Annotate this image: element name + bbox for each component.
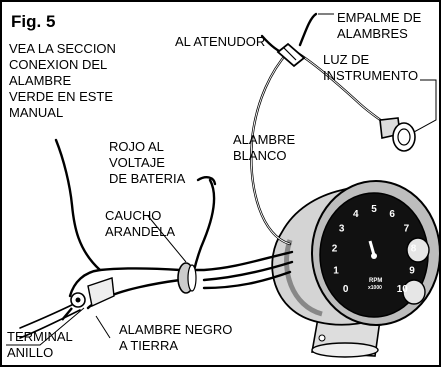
label-vea-seccion: VEA LA SECCION CONEXION DEL ALAMBRE VERD… [8, 41, 117, 121]
rojo-line-3: DE BATERIA [109, 171, 186, 186]
blanco-line-1: ALAMBRE [233, 132, 296, 147]
tachometer-gauge: RPM x1000 [271, 180, 441, 358]
luz-line-2: INSTRUMENTO [323, 68, 419, 83]
white-wire-inner [250, 51, 291, 245]
rubber-grommet [177, 262, 197, 294]
housing-shading [284, 239, 323, 317]
negro-line-1: ALAMBRE NEGRO [119, 322, 233, 337]
leader-lines [6, 13, 437, 346]
label-rojo-bateria: ROJO AL VOLTAJE DE BATERIA [108, 139, 186, 187]
red-wire-end [196, 176, 217, 186]
dial-number-1: 1 [333, 266, 339, 277]
leader-caucho [147, 215, 187, 263]
label-terminal-anillo: TERMINAL ANILLO [6, 329, 74, 361]
blanco-line-2: BLANCO [233, 148, 287, 163]
dial-number-5: 5 [371, 204, 377, 215]
dial-number-6: 6 [389, 209, 395, 220]
mount-base [311, 342, 379, 358]
ring-terminal [61, 292, 86, 321]
terminal-line-2: ANILLO [7, 345, 54, 360]
leader-terminal [6, 307, 85, 346]
shift-light-upper [406, 237, 430, 263]
dial-x1000-text: x1000 [368, 285, 382, 291]
firewall-bracket [87, 277, 115, 308]
vea-line-1: VEA LA SECCION [9, 41, 116, 56]
rojo-line-2: VOLTAJE [109, 155, 165, 170]
mount-screw [318, 334, 326, 342]
label-alambre-negro: ALAMBRE NEGRO A TIERRA [118, 322, 233, 354]
needle-hub [371, 253, 377, 259]
negro-line-2: A TIERRA [119, 338, 179, 353]
vea-line-5: MANUAL [9, 105, 64, 120]
vea-line-3: ALAMBRE [9, 73, 72, 88]
instrument-light-bulb [379, 117, 416, 152]
vea-line-2: CONEXION DEL [9, 57, 108, 72]
luz-line-1: LUZ DE [323, 52, 370, 67]
dial-number-9: 9 [409, 266, 415, 277]
dial-number-2: 2 [332, 244, 338, 255]
label-caucho-arandela: CAUCHO ARANDELA [104, 208, 176, 240]
leader-negro [95, 315, 111, 339]
label-luz-instrumento: LUZ DE INSTRUMENTO [322, 52, 419, 84]
terminal-line-1: TERMINAL [7, 329, 73, 344]
dial-number-10: 10 [397, 284, 409, 295]
dial-number-7: 7 [404, 223, 410, 234]
light-wire-inner [295, 51, 384, 123]
vea-line-4: VERDE EN ESTE [9, 89, 114, 104]
shift-light-lower [402, 279, 426, 305]
label-al-atenudor: AL ATENUDOR [175, 34, 266, 49]
empalme-line-2: ALAMBRES [337, 26, 408, 41]
rojo-line-1: ROJO AL [109, 139, 164, 154]
figure-title: Fig. 5 [11, 12, 56, 31]
caucho-line-2: ARANDELA [105, 224, 176, 239]
dial-number-3: 3 [339, 223, 345, 234]
wire-splice-connector [276, 42, 306, 68]
terminal-lead-a [19, 309, 81, 339]
leader-luz [413, 79, 437, 133]
dial-number-4: 4 [353, 209, 359, 220]
dial-rpm-text: RPM [369, 278, 382, 284]
label-empalme: EMPALME DE ALAMBRES [336, 10, 422, 42]
dial-number-8: 8 [411, 244, 417, 255]
dial-needle [368, 240, 376, 256]
empalme-wire-upper [298, 12, 318, 47]
bundle-low [202, 270, 292, 290]
green-wire [54, 138, 102, 272]
label-alambre-blanco: ALAMBRE BLANCO [232, 132, 296, 164]
bundle-mid [202, 260, 294, 282]
dial-number-0: 0 [343, 284, 349, 295]
empalme-line-1: EMPALME DE [337, 10, 422, 25]
caucho-line-1: CAUCHO [105, 208, 162, 223]
